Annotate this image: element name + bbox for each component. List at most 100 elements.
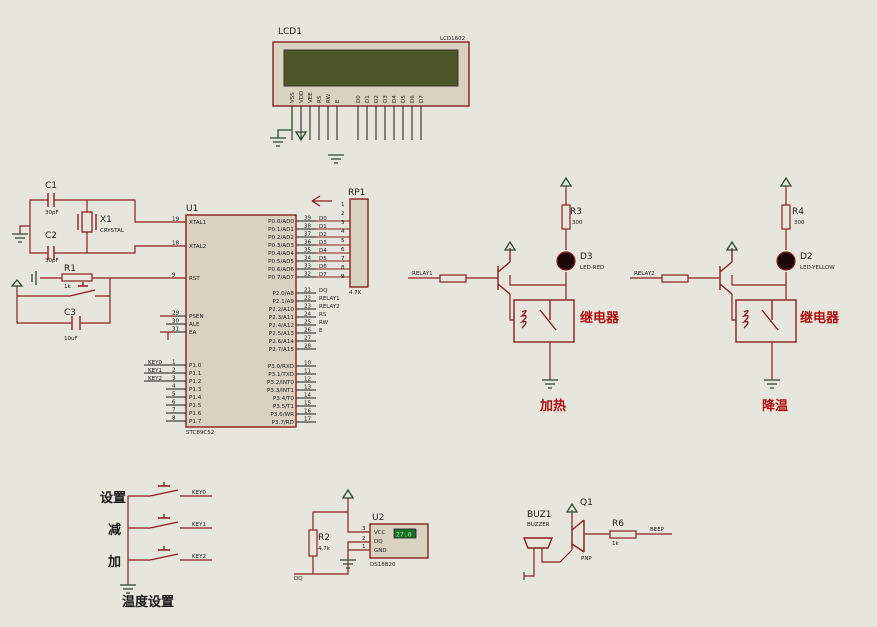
mcu-right-pin-name: P0.2/AD2 bbox=[268, 235, 294, 241]
mcu-p0-net: D5 bbox=[319, 256, 327, 262]
relay1-circuit[interactable]: R3 300 D3 LED-RED RELAY1 继电器 加热 bbox=[408, 176, 620, 414]
mcu-right-pin-number: 28 bbox=[304, 344, 312, 350]
mcu-right-pin-name: P0.7/AD7 bbox=[268, 275, 294, 281]
key1-label: 减 bbox=[108, 522, 121, 538]
key-panel[interactable]: 设置 减 加 温度设置 KEY0 KEY1 KEY2 bbox=[100, 482, 212, 610]
relay1-body bbox=[513, 299, 575, 343]
r2-body bbox=[308, 529, 318, 557]
rp1-ref: RP1 bbox=[348, 188, 365, 198]
q1-transistor bbox=[571, 519, 585, 553]
mcu-p2-net: DQ bbox=[319, 288, 328, 294]
c2-ref: C2 bbox=[45, 231, 57, 241]
mcu-right-pin-name: P0.4/AD4 bbox=[268, 251, 294, 257]
mcu-p2-net: E bbox=[319, 328, 323, 334]
reset-button bbox=[69, 282, 96, 297]
sensor-gnd-symbol bbox=[340, 559, 356, 569]
x1-ref: X1 bbox=[100, 215, 112, 225]
rp1-pin-number: 6 bbox=[341, 247, 345, 253]
buzzer-net: BEEP bbox=[650, 527, 665, 533]
mcu-body bbox=[185, 214, 297, 428]
key0-label: 设置 bbox=[100, 491, 126, 506]
mcu-right-pin-name: P2.5/A13 bbox=[269, 331, 295, 337]
lcd-pin-label: RS bbox=[317, 95, 323, 103]
lcd-pin-label: D6 bbox=[410, 95, 416, 103]
r6-body bbox=[609, 530, 637, 539]
relay1-resistor bbox=[439, 274, 467, 283]
mcu-right-pin-name: P3.4/T0 bbox=[273, 396, 295, 402]
mcu-ref: U1 bbox=[186, 204, 198, 214]
key2-label: 加 bbox=[107, 555, 121, 570]
mcu-chip[interactable]: U1 STC89C52 bbox=[185, 204, 297, 436]
rst-wire bbox=[40, 277, 186, 324]
mcu-left-pin-name: P1.1 bbox=[189, 371, 202, 377]
reset-button-wire bbox=[16, 295, 110, 324]
r1-gnd-symbol bbox=[31, 271, 37, 285]
u2-pin2: 2 bbox=[362, 536, 366, 542]
rp1-pin-number: 8 bbox=[341, 265, 345, 271]
sensor-vcc-arrow bbox=[341, 488, 355, 499]
r3-body bbox=[561, 204, 571, 230]
mcu-p2-net: RS bbox=[319, 312, 327, 318]
lcd-pin-label: D5 bbox=[401, 95, 407, 103]
lcd-pin-label: VEE bbox=[308, 92, 314, 103]
key-gnd-symbol bbox=[120, 584, 136, 594]
lcd-pin-label: D4 bbox=[392, 95, 398, 103]
rp1-pin-number: 3 bbox=[341, 220, 345, 226]
mcu-right-pin-name: P3.2/INT0 bbox=[267, 380, 294, 386]
relay2-resistor bbox=[661, 274, 689, 283]
mcu-p2-net: RW bbox=[319, 320, 329, 326]
r6-value: 1k bbox=[612, 541, 619, 547]
relay2-tr-vcc bbox=[725, 240, 739, 251]
lcd-pin-label: VDD bbox=[299, 91, 305, 103]
mcu-right-pin-number: 34 bbox=[304, 256, 312, 262]
mcu-right-pin-name: P2.3/A11 bbox=[269, 315, 295, 321]
mcu-right-pin-name: P0.6/AD6 bbox=[268, 267, 294, 273]
temperature-sensor[interactable]: R2 4.7k DQ U2 27.0 VCC DQ GND 3 2 1 DS18… bbox=[294, 488, 429, 582]
u2-pin-vcc: VCC bbox=[374, 530, 386, 536]
mcu-right-pin-name: P3.6/WR bbox=[270, 412, 294, 418]
lcd-module[interactable]: LCD1 LCD1602 bbox=[272, 27, 470, 107]
mcu-left-pin-name: EA bbox=[189, 330, 197, 336]
c3-value: 10uF bbox=[64, 336, 78, 342]
c2-value: 30pF bbox=[45, 258, 59, 264]
r2-value: 4.7k bbox=[318, 546, 331, 552]
r2-ref: R2 bbox=[318, 533, 330, 543]
mcu-key-net-label: KEY1 bbox=[148, 368, 162, 374]
mcu-right-pin-name: P3.1/TXD bbox=[268, 372, 294, 378]
reset-circuit[interactable]: R1 1k C3 10uF bbox=[10, 264, 186, 342]
rp1-pin-number: 4 bbox=[341, 229, 345, 235]
mcu-left-pin-number: 31 bbox=[172, 327, 180, 333]
reset-vcc-arrow bbox=[10, 278, 24, 287]
buzzer-vcc-arrow bbox=[565, 502, 579, 513]
mcu-part: STC89C52 bbox=[186, 430, 214, 436]
mcu-left-pin-number: 18 bbox=[172, 241, 180, 247]
mcu-left-pin-number: 3 bbox=[172, 376, 176, 382]
mcu-right-pin-name: P0.1/AD1 bbox=[268, 227, 294, 233]
resistor-pack[interactable]: RP1 4.7K bbox=[348, 188, 369, 296]
mcu-left-pin-name: P1.2 bbox=[189, 379, 201, 385]
mcu-right-pin-number: 38 bbox=[304, 224, 312, 230]
crystal-circuit[interactable]: C1 30pF C2 30pF X1 CRYSTAL bbox=[12, 181, 186, 264]
mcu-p0-net: D2 bbox=[319, 232, 327, 238]
relay2-coil bbox=[741, 300, 779, 331]
c1-value: 30pF bbox=[45, 210, 59, 216]
mcu-right-pin-number: 13 bbox=[304, 385, 312, 391]
key0-net: KEY0 bbox=[192, 490, 206, 496]
x1-body bbox=[81, 211, 93, 233]
mcu-p0-net: D4 bbox=[319, 248, 327, 254]
relay2-circuit[interactable]: R4 300 D2 LED-YELLOW RELAY2 继电器 降温 bbox=[630, 176, 840, 414]
mcu-key-net-label: KEY2 bbox=[148, 376, 162, 382]
xtal1-wire bbox=[54, 199, 186, 223]
mcu-right-pin-number: 21 bbox=[304, 288, 312, 294]
mcu-right-pin-number: 17 bbox=[304, 417, 312, 423]
lcd-rw-gnd bbox=[328, 154, 344, 164]
q1-ref: Q1 bbox=[580, 498, 593, 508]
lcd-pin-label: D2 bbox=[374, 95, 380, 103]
mcu-left-pin-name: XTAL1 bbox=[189, 220, 207, 226]
mcu-left-pin-number: 9 bbox=[172, 273, 176, 279]
d2-led bbox=[776, 251, 796, 271]
buzzer-circuit[interactable]: BUZ1 BUZZER Q1 PNP R6 1k BEEP bbox=[522, 498, 672, 580]
mcu-right-pin-name: P2.2/A10 bbox=[269, 307, 295, 313]
